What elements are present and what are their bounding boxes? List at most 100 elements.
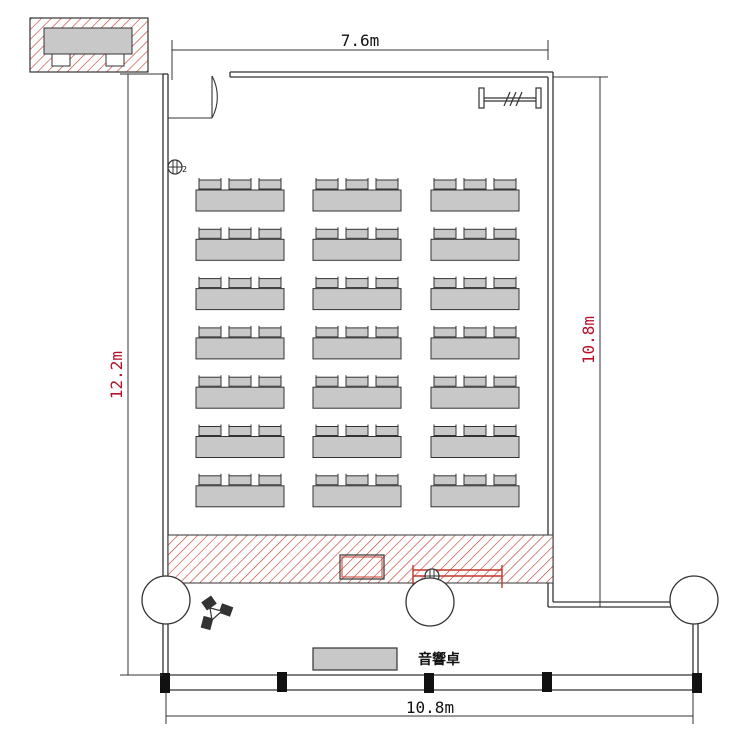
chair bbox=[463, 327, 487, 338]
table-group bbox=[195, 325, 285, 360]
chair bbox=[315, 179, 339, 190]
chair bbox=[315, 327, 339, 338]
chair bbox=[258, 179, 282, 190]
table bbox=[312, 337, 402, 360]
chair bbox=[375, 278, 399, 289]
chair bbox=[493, 228, 517, 239]
chair bbox=[198, 179, 222, 190]
chair bbox=[375, 228, 399, 239]
table-group bbox=[312, 276, 402, 311]
table bbox=[312, 288, 402, 311]
chair bbox=[345, 278, 369, 289]
chair bbox=[198, 376, 222, 387]
chair bbox=[345, 475, 369, 486]
dimension-lines bbox=[120, 40, 694, 724]
table-group bbox=[195, 276, 285, 311]
chair bbox=[493, 327, 517, 338]
table-group bbox=[312, 227, 402, 261]
chair bbox=[345, 426, 369, 436]
chair bbox=[375, 475, 399, 486]
table-group bbox=[195, 473, 285, 508]
chair bbox=[258, 426, 282, 436]
column-center bbox=[405, 577, 455, 627]
rack-icon bbox=[478, 87, 542, 109]
chair bbox=[433, 327, 457, 338]
chair bbox=[258, 228, 282, 239]
column-left bbox=[141, 575, 191, 625]
chair bbox=[228, 327, 252, 338]
table-group bbox=[195, 424, 285, 458]
chair bbox=[228, 376, 252, 387]
table-group bbox=[430, 227, 520, 261]
chair bbox=[315, 278, 339, 289]
door bbox=[168, 75, 218, 119]
chair bbox=[345, 228, 369, 239]
chair bbox=[228, 228, 252, 239]
table-group bbox=[195, 375, 285, 409]
chair bbox=[463, 475, 487, 486]
front-posts bbox=[160, 672, 702, 693]
chair bbox=[315, 376, 339, 387]
column-right bbox=[669, 575, 719, 625]
chair bbox=[198, 228, 222, 239]
chair bbox=[493, 376, 517, 387]
table-group bbox=[312, 325, 402, 360]
chair bbox=[258, 475, 282, 486]
table-group bbox=[312, 375, 402, 409]
chair bbox=[463, 179, 487, 190]
table bbox=[312, 386, 402, 409]
chair bbox=[258, 278, 282, 289]
storage-cabinet bbox=[29, 17, 149, 73]
chair bbox=[228, 278, 252, 289]
table bbox=[312, 436, 402, 458]
table bbox=[430, 485, 520, 508]
chair bbox=[375, 327, 399, 338]
chair bbox=[463, 228, 487, 239]
table-group bbox=[430, 473, 520, 508]
left-height-label: 12.2m bbox=[107, 351, 126, 399]
table bbox=[195, 436, 285, 458]
camera-icon bbox=[200, 595, 234, 631]
chair bbox=[345, 327, 369, 338]
table bbox=[430, 436, 520, 458]
table-group bbox=[195, 227, 285, 261]
chair bbox=[375, 179, 399, 190]
bottom-width-label: 10.8m bbox=[406, 698, 454, 717]
table-group bbox=[430, 178, 520, 212]
sound-desk: 音響卓 bbox=[312, 647, 460, 671]
table bbox=[430, 238, 520, 261]
chair bbox=[345, 376, 369, 387]
chair bbox=[463, 376, 487, 387]
table bbox=[195, 238, 285, 261]
table-group bbox=[430, 424, 520, 458]
table bbox=[430, 337, 520, 360]
chair bbox=[315, 475, 339, 486]
table-group bbox=[312, 424, 402, 458]
table bbox=[430, 288, 520, 311]
chair bbox=[198, 475, 222, 486]
right-height-label: 10.8m bbox=[579, 316, 598, 364]
table bbox=[312, 189, 402, 212]
columns bbox=[141, 575, 719, 627]
lectern bbox=[339, 554, 385, 580]
table bbox=[195, 386, 285, 409]
table bbox=[312, 485, 402, 508]
speaker-number: 2 bbox=[182, 165, 187, 174]
table-group bbox=[312, 178, 402, 212]
table bbox=[195, 337, 285, 360]
table-group bbox=[312, 473, 402, 508]
chair bbox=[493, 278, 517, 289]
chair bbox=[375, 426, 399, 436]
table bbox=[430, 189, 520, 212]
chair bbox=[433, 179, 457, 190]
chair bbox=[198, 426, 222, 436]
table-group bbox=[430, 375, 520, 409]
chair bbox=[315, 426, 339, 436]
stage-area bbox=[167, 534, 554, 584]
speaker-icon: 2 bbox=[167, 159, 187, 175]
chair bbox=[433, 426, 457, 436]
chair bbox=[463, 278, 487, 289]
table bbox=[195, 189, 285, 212]
